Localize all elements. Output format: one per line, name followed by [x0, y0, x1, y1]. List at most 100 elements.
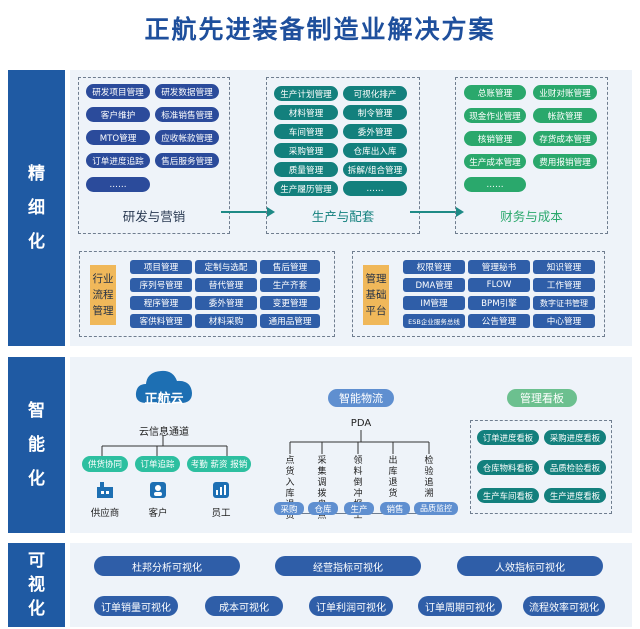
- platform-group: 管理 基础 平台 权限管理 管理秘书 知识管理 DMA管理 FLOW 工作管理 …: [352, 251, 605, 337]
- kanban-item: 订单进度看板: [477, 430, 539, 445]
- industry-item: 替代管理: [195, 278, 257, 292]
- arrow-right-icon: [456, 207, 464, 217]
- arrow-right-icon: [267, 207, 275, 217]
- page-title: 正航先进装备制造业解决方案: [144, 15, 496, 44]
- side-label-visualization: 可 视 化: [8, 543, 65, 627]
- visual-item: 订单周期可视化: [418, 596, 502, 616]
- rd-item: 订单进度追踪: [86, 153, 150, 168]
- prod-item: 拆解/组合管理: [343, 162, 407, 177]
- kanban-title: 管理看板: [507, 389, 577, 407]
- industry-item: 程序管理: [130, 296, 192, 310]
- prod-item: 生产履历管理: [274, 181, 338, 196]
- fin-item: 核销管理: [464, 131, 526, 146]
- industry-item: 变更管理: [260, 296, 320, 310]
- finance-group: 总账管理 业财对账管理 现金作业管理 帐款管理 核销管理 存货成本管理 生产成本…: [455, 77, 608, 234]
- platform-label: 管理 基础 平台: [363, 265, 389, 325]
- visual-item: 流程效率可视化: [523, 596, 605, 616]
- logistics-pill: 采购: [274, 502, 304, 515]
- col-text: 调拨: [317, 478, 327, 499]
- role-label: 客户: [148, 508, 168, 519]
- platform-item: 工作管理: [533, 278, 595, 292]
- prod-label: 生产与配套: [311, 209, 375, 224]
- industry-item: 序列号管理: [130, 278, 192, 292]
- col-text: 倒冲: [353, 478, 363, 499]
- cloud-connector: [101, 436, 228, 456]
- rd-label: 研发与营销: [122, 209, 186, 224]
- col-text: 领料: [353, 456, 363, 477]
- cloud-pill: 供货协同: [82, 456, 128, 472]
- visual-item: 订单销量可视化: [94, 596, 178, 616]
- platform-item: 公告管理: [468, 314, 530, 328]
- col-text: 退货: [388, 478, 398, 499]
- label-line: 行业: [92, 273, 114, 285]
- platform-item: IM管理: [403, 296, 465, 310]
- platform-item: BPM引擎: [468, 296, 530, 310]
- label-line: 基础: [365, 289, 387, 301]
- fin-item: ……: [464, 177, 526, 192]
- prod-item: 委外管理: [343, 124, 407, 139]
- col-text: 出库: [388, 456, 398, 477]
- production-group: 生产计划管理 可视化排产 材料管理 制令管理 车间管理 委外管理 采购管理 仓库…: [266, 77, 420, 234]
- cloud-pill: 订单追踪: [135, 456, 180, 472]
- logistics-connector: [289, 430, 430, 454]
- prod-item: 制令管理: [343, 105, 407, 120]
- prod-item: 材料管理: [274, 105, 338, 120]
- role-label: 员工: [211, 508, 231, 519]
- visual-item: 经营指标可视化: [275, 556, 421, 576]
- industry-item: 定制与选配: [195, 260, 257, 274]
- kanban-group: 订单进度看板 采购进度看板 仓库物料看板 品质检验看板 生产车间看板 生产进度看…: [470, 420, 612, 514]
- platform-item: 知识管理: [533, 260, 595, 274]
- rd-item: 售后服务管理: [155, 153, 219, 168]
- rd-group: 研发项目管理 研发数据管理 客户维护 标准销售管理 MTO管理 应收帐款管理 订…: [78, 77, 230, 234]
- side-char: 细: [28, 198, 45, 218]
- label-line: 管理: [365, 273, 387, 285]
- industry-item: 项目管理: [130, 260, 192, 274]
- prod-item: 可视化排产: [343, 86, 407, 101]
- visual-item: 订单利润可视化: [309, 596, 393, 616]
- cloud-channel: 云信息通道: [139, 427, 189, 438]
- industry-item: 客供料管理: [130, 314, 192, 328]
- rd-item: 研发项目管理: [86, 84, 150, 99]
- industry-item: 委外管理: [195, 296, 257, 310]
- side-char: 精: [28, 164, 45, 184]
- col-text: 入库: [285, 478, 295, 499]
- fin-item: 费用报销管理: [533, 154, 597, 169]
- kanban-item: 品质检验看板: [544, 460, 606, 475]
- industry-item: 材料采购: [195, 314, 257, 328]
- cloud-icon: [135, 370, 192, 403]
- logistics-pill: 销售: [380, 502, 410, 515]
- col-text: 采集: [317, 456, 327, 477]
- side-label-refinement: 精 细 化: [8, 70, 65, 346]
- side-char: 智: [28, 401, 45, 421]
- fin-label: 财务与成本: [500, 209, 563, 224]
- platform-item: 中心管理: [533, 314, 595, 328]
- industry-item: 通用品管理: [260, 314, 320, 328]
- side-char: 能: [28, 435, 45, 455]
- prod-item: 生产计划管理: [274, 86, 338, 101]
- col-text: 追溯: [424, 478, 434, 499]
- col-text: 检验: [424, 456, 434, 477]
- fin-item: 生产成本管理: [464, 154, 526, 169]
- prod-item: 采购管理: [274, 143, 338, 158]
- fin-item: 现金作业管理: [464, 108, 526, 123]
- platform-item: ESB企业服务总线: [403, 314, 465, 328]
- fin-item: 业财对账管理: [533, 85, 597, 100]
- industry-item: 生产齐套: [260, 278, 320, 292]
- fin-item: 存货成本管理: [533, 131, 597, 146]
- side-char: 可: [28, 551, 45, 571]
- prod-item: 仓库出入库: [343, 143, 407, 158]
- arrow-right-icon: [410, 211, 458, 213]
- fin-item: 帐款管理: [533, 108, 597, 123]
- label-line: 平台: [365, 305, 387, 317]
- prod-item: 质量管理: [274, 162, 338, 177]
- factory-icon: [97, 482, 113, 498]
- side-char: 视: [28, 575, 45, 595]
- visual-item: 杜邦分析可视化: [94, 556, 240, 576]
- col-text: 点货: [285, 456, 295, 477]
- industry-group: 行业 流程 管理 项目管理 定制与选配 售后管理 序列号管理 替代管理 生产齐套…: [79, 251, 335, 337]
- rd-item: 应收帐款管理: [155, 130, 219, 145]
- logistics-col: 检验 追溯: [422, 456, 436, 500]
- platform-item: DMA管理: [403, 278, 465, 292]
- industry-label: 行业 流程 管理: [90, 265, 116, 325]
- fin-item: 总账管理: [464, 85, 526, 100]
